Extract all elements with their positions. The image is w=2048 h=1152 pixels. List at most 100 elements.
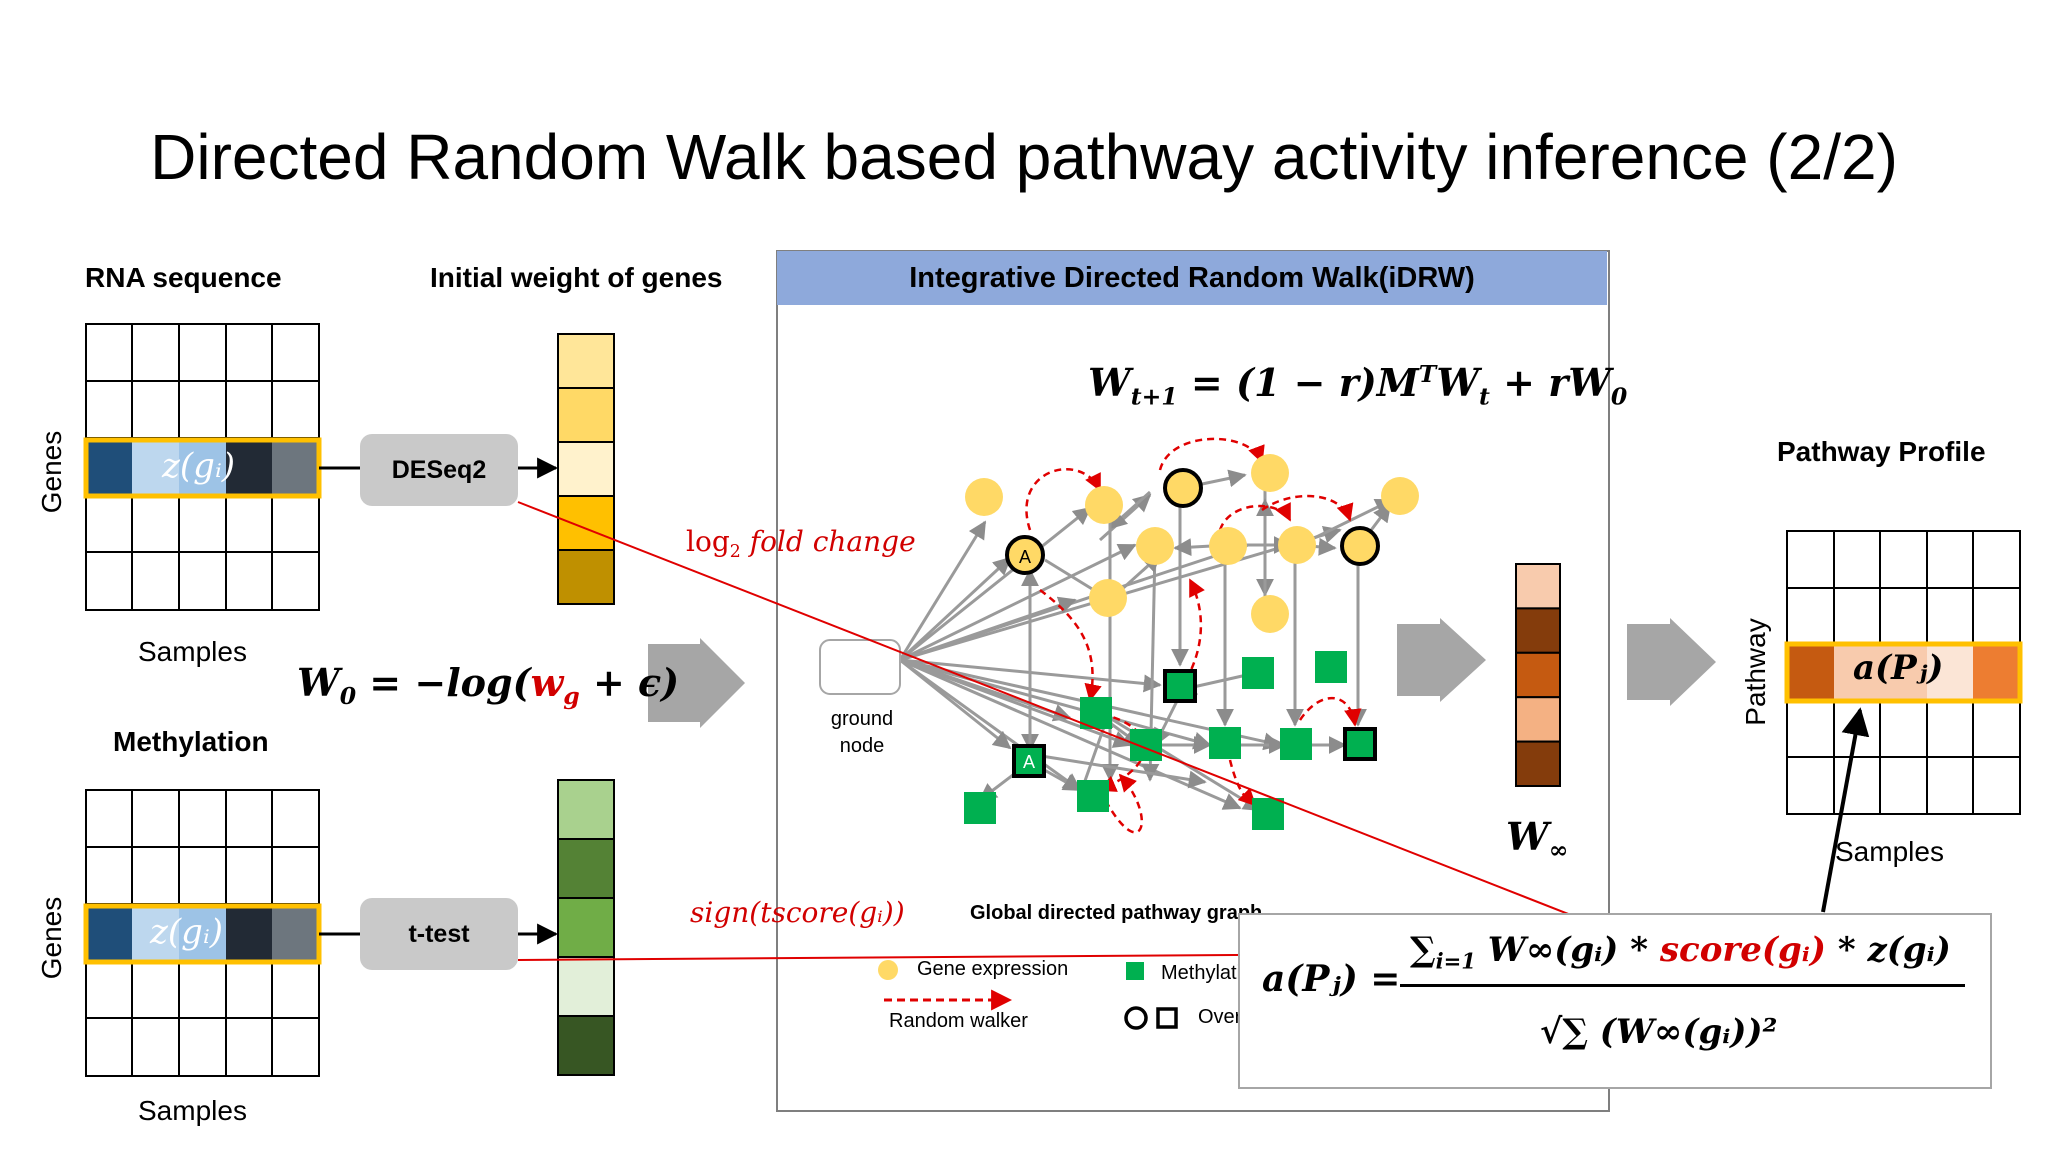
profile-grid [1784,530,2023,815]
gene-node [1089,579,1127,617]
rna-cell [272,442,318,494]
w0-wg: w [530,660,564,705]
slide-title: Directed Random Walk based pathway activ… [150,121,1898,193]
rna-cell [132,442,179,494]
activity-formula-box [1238,913,1992,1089]
ground-node [819,639,901,695]
meth-node [1242,657,1274,689]
meth-node [1252,798,1284,830]
sign-annotation: sign(tscore(gᵢ)) [690,896,905,929]
flow-arrow [1397,618,1486,702]
rna-sequence-header: RNA sequence [85,262,282,293]
rna-cell [226,442,272,494]
pathway-profile-header: Pathway Profile [1777,436,1986,467]
legend-overlap-circle-icon [1124,1006,1148,1030]
profile-cell [1834,644,1880,701]
legend-overlap-square-icon [1156,1007,1178,1029]
activity-formula-lhs: a(Pⱼ) = [1262,958,1401,1000]
meth-cell [132,908,179,960]
gene-node [1209,527,1247,565]
update-formula-mid2: W [1436,360,1479,406]
profile-samples-label: Samples [1835,836,1944,867]
gene-node-overlap [1005,535,1045,575]
w0-end: + ϵ) [579,660,680,705]
gene-node [1136,527,1174,565]
gene-node-overlap [1163,468,1203,508]
activity-formula-numerator: ∑i=1 W∞(gᵢ) * score(gᵢ) * z(gᵢ) [1410,930,1951,974]
log2-annotation: log2 fold change [686,525,916,563]
gene-node [1278,526,1316,564]
meth-samples-label: Samples [138,1095,247,1126]
rna-weight-cell [557,495,615,551]
rna-cell [88,442,132,494]
gene-node [1251,595,1289,633]
legend-walker-label: Random walker [889,1010,1028,1032]
gene-node [1251,454,1289,492]
w-infinity-label: W∞ [1506,814,1569,865]
w0-formula: W0 = −log(wg + ϵ) [297,660,680,711]
gene-node [1381,477,1419,515]
node-label-a: A [1023,752,1035,772]
profile-cell [1787,644,1834,701]
meth-node-overlap [1343,727,1377,761]
gene-nodes [965,454,1419,633]
legend-meth-icon [1126,962,1144,980]
formula-to-profile-arrow [1821,707,1870,913]
update-formula-mid: = (1 − r)M [1177,360,1419,406]
meth-cell-label: z(gᵢ) [150,912,224,952]
activity-formula-denominator: √∑ (W∞(gᵢ))² [1540,1012,1778,1052]
methylation-header: Methylation [113,726,269,757]
meth-cell [88,908,132,960]
log2-fold-change-arrow [517,501,1657,950]
rna-cell-label: z(gᵢ) [162,446,236,486]
idrw-panel-title: Integrative Directed Random Walk(iDRW) [777,251,1607,305]
deseq2-box: DESeq2 [360,434,518,506]
rna-weight-cell [557,333,615,389]
t-test-box: t-test [360,898,518,970]
update-formula-end: + rW [1489,360,1611,406]
meth-node [964,792,996,824]
meth-node [1209,727,1241,759]
meth-cell [272,908,318,960]
w-infinity-cell [1515,696,1561,743]
meth-weight-cell [557,897,615,958]
w-infinity-cell [1515,651,1561,699]
rna-weight-cell [557,549,615,605]
profile-cell [1880,644,1927,701]
rna-weight-cell [557,441,615,497]
gene-node-overlap [1340,526,1380,566]
fraction-bar [1400,984,1965,987]
meth-nodes [964,651,1377,830]
update-formula-w: W [1088,360,1131,406]
meth-weight-cell [557,838,615,899]
profile-cell-label: a(Pⱼ) [1853,648,1944,688]
meth-weight-cell [557,1015,615,1076]
legend-meth-label: Methylation [1161,962,1264,984]
rna-weight-cell [557,387,615,443]
w-infinity-cell [1515,607,1561,654]
meth-grid [83,789,322,1077]
node-label-a: A [1019,547,1031,567]
meth-node [1315,651,1347,683]
w-infinity-cell [1515,740,1561,787]
meth-weight-cell [557,779,615,840]
meth-weight-cell [557,956,615,1017]
meth-cell [226,908,272,960]
profile-cell [1973,644,2020,701]
profile-cell [1927,644,1973,701]
legend-gene-label: Gene expression [917,958,1069,980]
meth-node-overlap [1012,744,1046,778]
profile-row [1787,644,2020,701]
graph-caption: Global directed pathway graph [970,902,1263,924]
ground-node-label: ground node [830,708,894,757]
meth-node-overlap [1163,669,1197,703]
rna-samples-label: Samples [138,636,247,667]
meth-weight-bar [557,779,615,1076]
rna-cell [179,442,226,494]
w-infinity-cell [1515,563,1561,610]
initial-weight-header: Initial weight of genes [430,262,723,293]
gene-node [965,478,1003,516]
meth-cell [179,908,226,960]
